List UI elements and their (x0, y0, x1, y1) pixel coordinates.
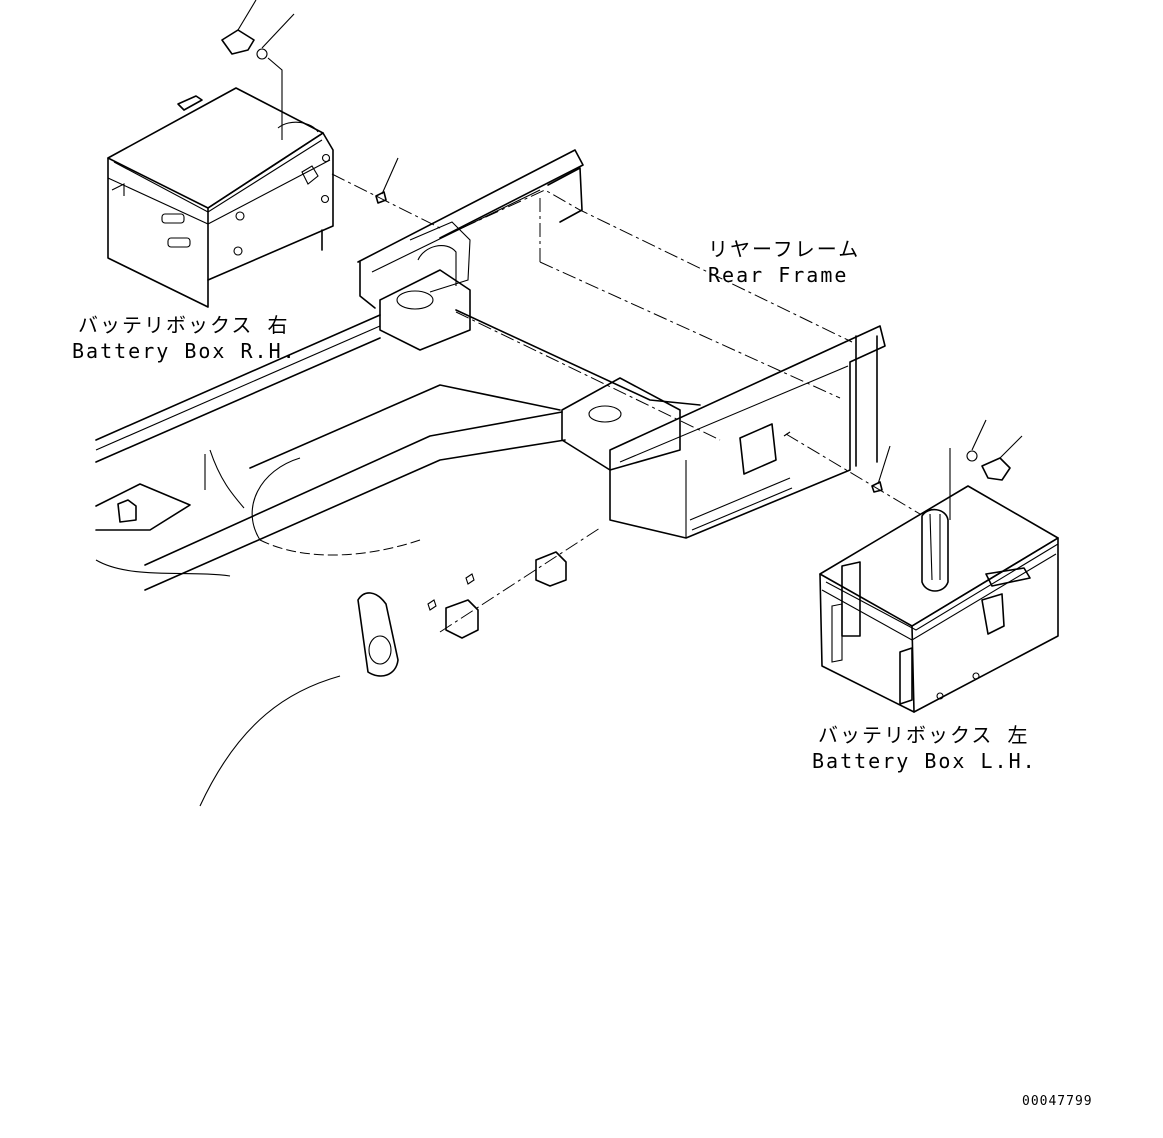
drawing-number: 00047799 (1022, 1094, 1093, 1109)
battery-box-lh-label-en: Battery Box L.H. (812, 749, 1037, 773)
battery-box-rh-label-jp: バッテリボックス 右 (78, 313, 290, 337)
bolt-rh (221, 0, 399, 204)
battery-box-lh (819, 485, 1059, 713)
bolt-lh (783, 419, 1023, 520)
battery-box-rh (107, 87, 334, 308)
battery-box-lh-label-jp: バッテリボックス 左 (818, 723, 1030, 747)
rear-frame-label-en: Rear Frame (708, 263, 849, 287)
rear-frame (95, 149, 886, 591)
tow-hook (199, 527, 601, 807)
rear-frame-label-jp: リヤーフレーム (708, 237, 861, 261)
battery-box-rh-label-en: Battery Box R.H. (72, 339, 297, 363)
